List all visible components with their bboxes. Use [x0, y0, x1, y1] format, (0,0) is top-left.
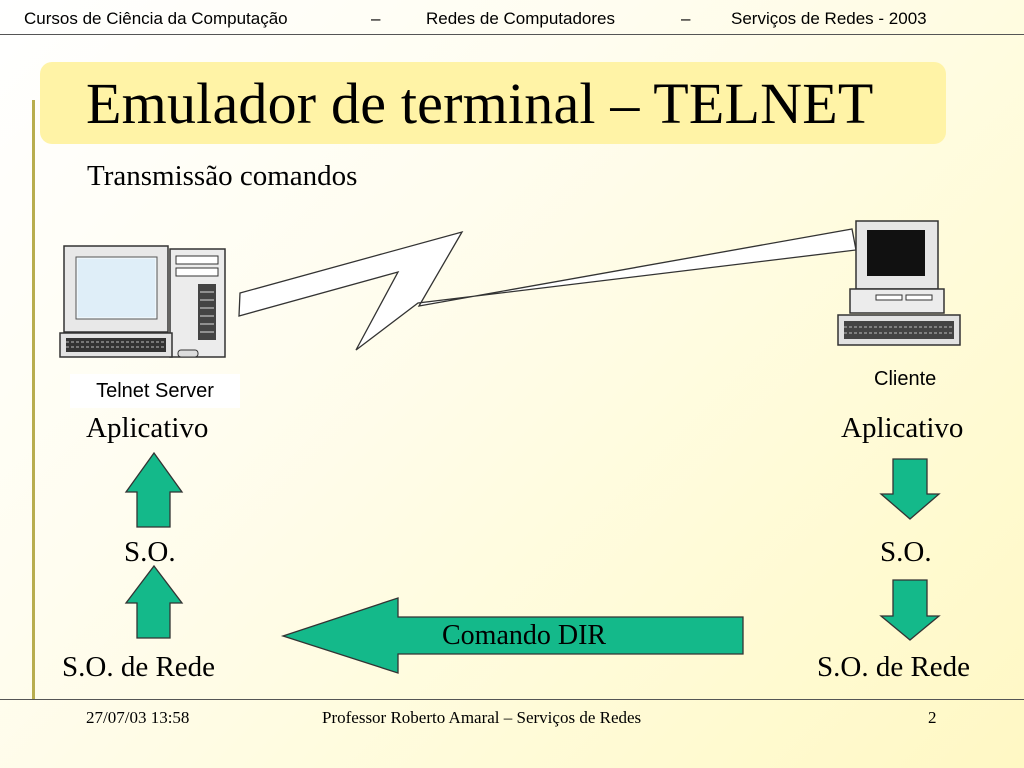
- header-topic: Serviços de Redes - 2003: [731, 9, 927, 28]
- header-divider: [0, 34, 1024, 35]
- header-separator: –: [681, 9, 691, 28]
- client-tag: Cliente: [874, 368, 937, 390]
- desktop-tower-computer-icon: [59, 245, 226, 358]
- header-separator: –: [371, 9, 381, 28]
- desktop-computer-icon: [837, 220, 961, 346]
- command-arrow-left: [280, 597, 744, 674]
- server-layer-application: Aplicativo: [86, 412, 209, 444]
- slide-subtitle: Transmissão comandos: [87, 160, 358, 192]
- slide-title: Emulador de terminal – TELNET: [86, 71, 874, 136]
- arrow-down-icon: [879, 579, 941, 641]
- page-number: 2: [928, 708, 937, 727]
- server-layer-network-os: S.O. de Rede: [62, 651, 216, 683]
- arrow-up-icon: [124, 451, 184, 528]
- client-layer-network-os: S.O. de Rede: [817, 651, 971, 683]
- title-box: [40, 62, 946, 144]
- client-layer-os: S.O.: [880, 536, 932, 568]
- header-subject: Redes de Computadores: [426, 9, 616, 28]
- client-layer-application: Aplicativo: [841, 412, 964, 444]
- arrow-down-icon: [879, 458, 941, 520]
- slide-header: Cursos de Ciência da Computação – Redes …: [0, 0, 1024, 34]
- footer-author: Professor Roberto Amaral – Serviços de R…: [322, 708, 642, 727]
- network-link-bolt: [238, 228, 857, 351]
- command-arrow-label: Comando DIR: [442, 620, 607, 651]
- header-course: Cursos de Ciência da Computação: [24, 9, 288, 28]
- server-layer-os: S.O.: [124, 536, 176, 568]
- telnet-server-tag: Telnet Server: [70, 374, 240, 408]
- arrow-up-icon: [124, 564, 184, 639]
- footer-divider: [0, 699, 1024, 700]
- footer-date: 27/07/03 13:58: [86, 708, 190, 727]
- left-accent-rule: [32, 100, 35, 700]
